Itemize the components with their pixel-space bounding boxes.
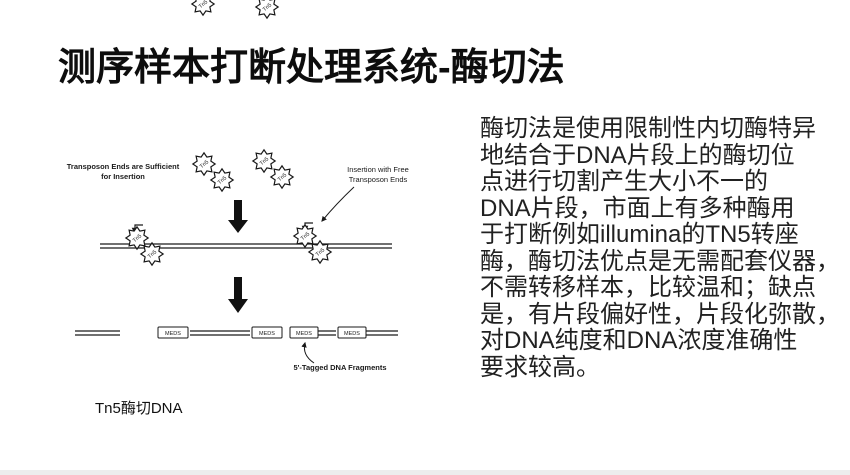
- tn5-transposase-dimer: [192, 152, 234, 192]
- tagged-fragments-label: 5'-Tagged DNA Fragments: [293, 363, 386, 372]
- top-decor-gears: [191, 0, 279, 19]
- body-line: 于打断例如illumina的TN5转座: [480, 221, 799, 248]
- meds-tag-label: MEDS: [296, 331, 312, 337]
- tn5-transposase-icon: [191, 0, 215, 16]
- insertion-free-label-line2: Transposon Ends: [349, 175, 408, 184]
- meds-tag: MEDS: [337, 326, 367, 339]
- tn5-transposase-icon: [255, 0, 279, 19]
- slide-bottom-edge: [0, 470, 850, 475]
- tn5-fragmentation-diagram: Tn5 Transposon Ends are Sufficient for I…: [67, 149, 409, 372]
- body-line: 对DNA纯度和DNA浓度准确性: [480, 327, 798, 354]
- body-line: 不需转移样本，比较温和；缺点: [480, 274, 816, 301]
- tn5-transposase-icon: [252, 149, 276, 173]
- meds-tag-label: MEDS: [165, 331, 181, 337]
- transposon-ends-label-line2: for Insertion: [101, 172, 145, 181]
- body-text: 酶切法是使用限制性内切酶特异 地结合于DNA片段上的酶切位 点进行切割产生大小不…: [480, 115, 840, 381]
- body-line: 酶，酶切法优点是无需配套仪器，: [480, 247, 840, 275]
- body-line: 地结合于DNA片段上的酶切位: [480, 141, 795, 169]
- body-line: 要求较高。: [480, 353, 600, 381]
- page-title: 测序样本打断处理系统-酶切法: [58, 47, 565, 89]
- tn5-bound-complex: [293, 224, 332, 264]
- down-arrow-icon: [228, 200, 248, 233]
- tagged-fragments-arrow: [301, 341, 315, 364]
- meds-tag-label: MEDS: [344, 331, 360, 337]
- tn5-transposase-icon: [192, 152, 216, 176]
- figure-caption: Tn5酶切DNA: [95, 400, 183, 417]
- body-line: 是，有片段偏好性，片段化弥散，: [480, 300, 840, 328]
- tn5-bound-complex: [125, 226, 164, 266]
- insertion-pointer-arrow: [321, 186, 355, 222]
- body-line: 点进行切割产生大小不一的: [480, 168, 768, 195]
- body-line: 酶切法是使用限制性内切酶特异: [480, 115, 816, 142]
- body-line: DNA片段，市面上有多种酶用: [480, 194, 795, 222]
- tn5-transposase-icon: [210, 168, 234, 192]
- tn5-transposase-icon: [270, 165, 294, 189]
- transposon-ends-label-line1: Transposon Ends are Sufficient: [67, 162, 180, 171]
- tn5-transposase-icon: [308, 240, 332, 264]
- meds-tag-label: MEDS: [259, 331, 275, 337]
- down-arrow-icon: [228, 277, 248, 313]
- meds-tag: MEDS: [289, 326, 319, 339]
- meds-tag: MEDS: [251, 326, 283, 339]
- meds-tag: MEDS: [157, 326, 189, 339]
- dna-fragment-lines: [75, 330, 398, 336]
- insertion-free-label-line1: Insertion with Free: [347, 165, 409, 174]
- tn5-transposase-icon: [140, 242, 164, 266]
- tn5-transposase-dimer: [252, 149, 294, 189]
